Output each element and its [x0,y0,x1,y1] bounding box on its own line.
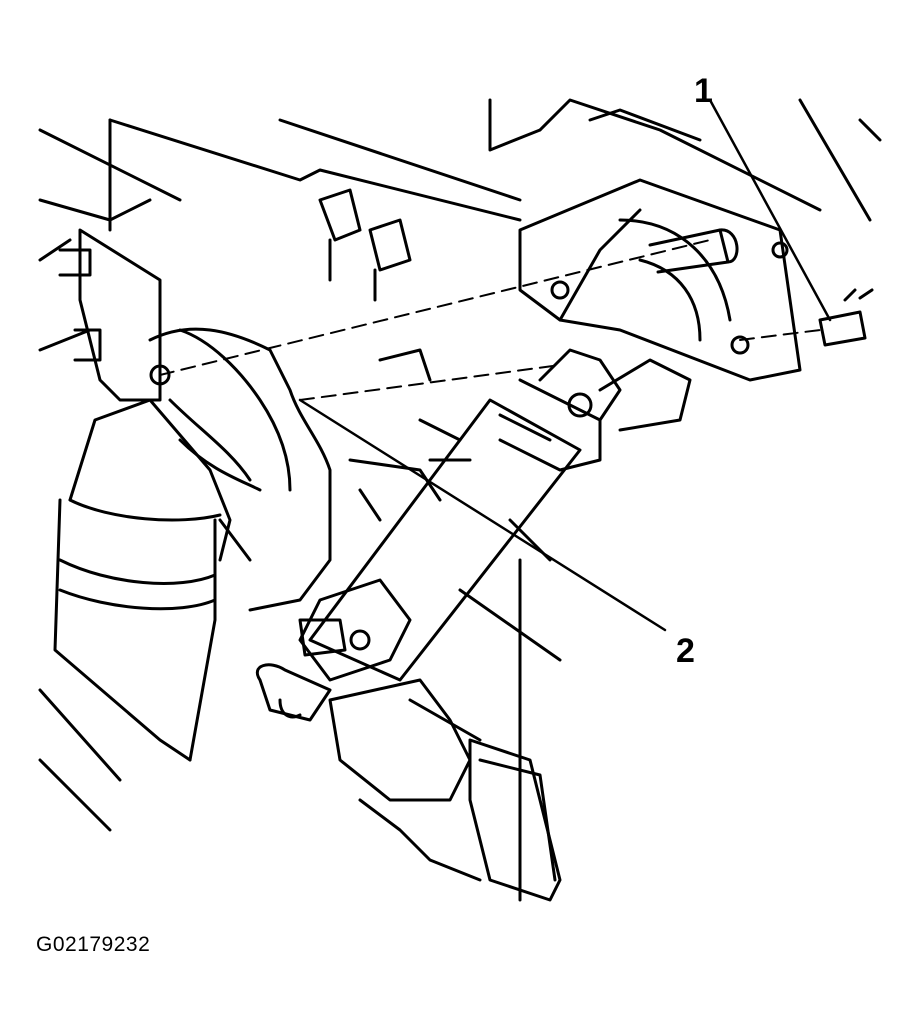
figure-id: G02179232 [36,933,151,956]
dashboard-outline [38,98,882,352]
bolt-upper [648,228,739,274]
bolt-lower-right [818,288,874,347]
callout-1-leader [708,98,832,322]
callout-1-label: 1 [694,72,713,110]
callout-2-label: 2 [676,632,695,670]
bolt-path-lines [159,239,821,401]
callout-2-leader [298,398,667,632]
universal-joint [256,578,412,722]
brake-pedal [328,678,562,902]
steering-shaft [308,348,692,682]
misc-panel-lines [218,348,562,902]
steering-boot [148,327,332,612]
callout-leaders [298,98,832,632]
left-bracket [58,228,171,402]
mounting-nuts [318,188,412,302]
upper-mount-bracket [518,178,802,382]
lower-cylinder [38,398,232,832]
